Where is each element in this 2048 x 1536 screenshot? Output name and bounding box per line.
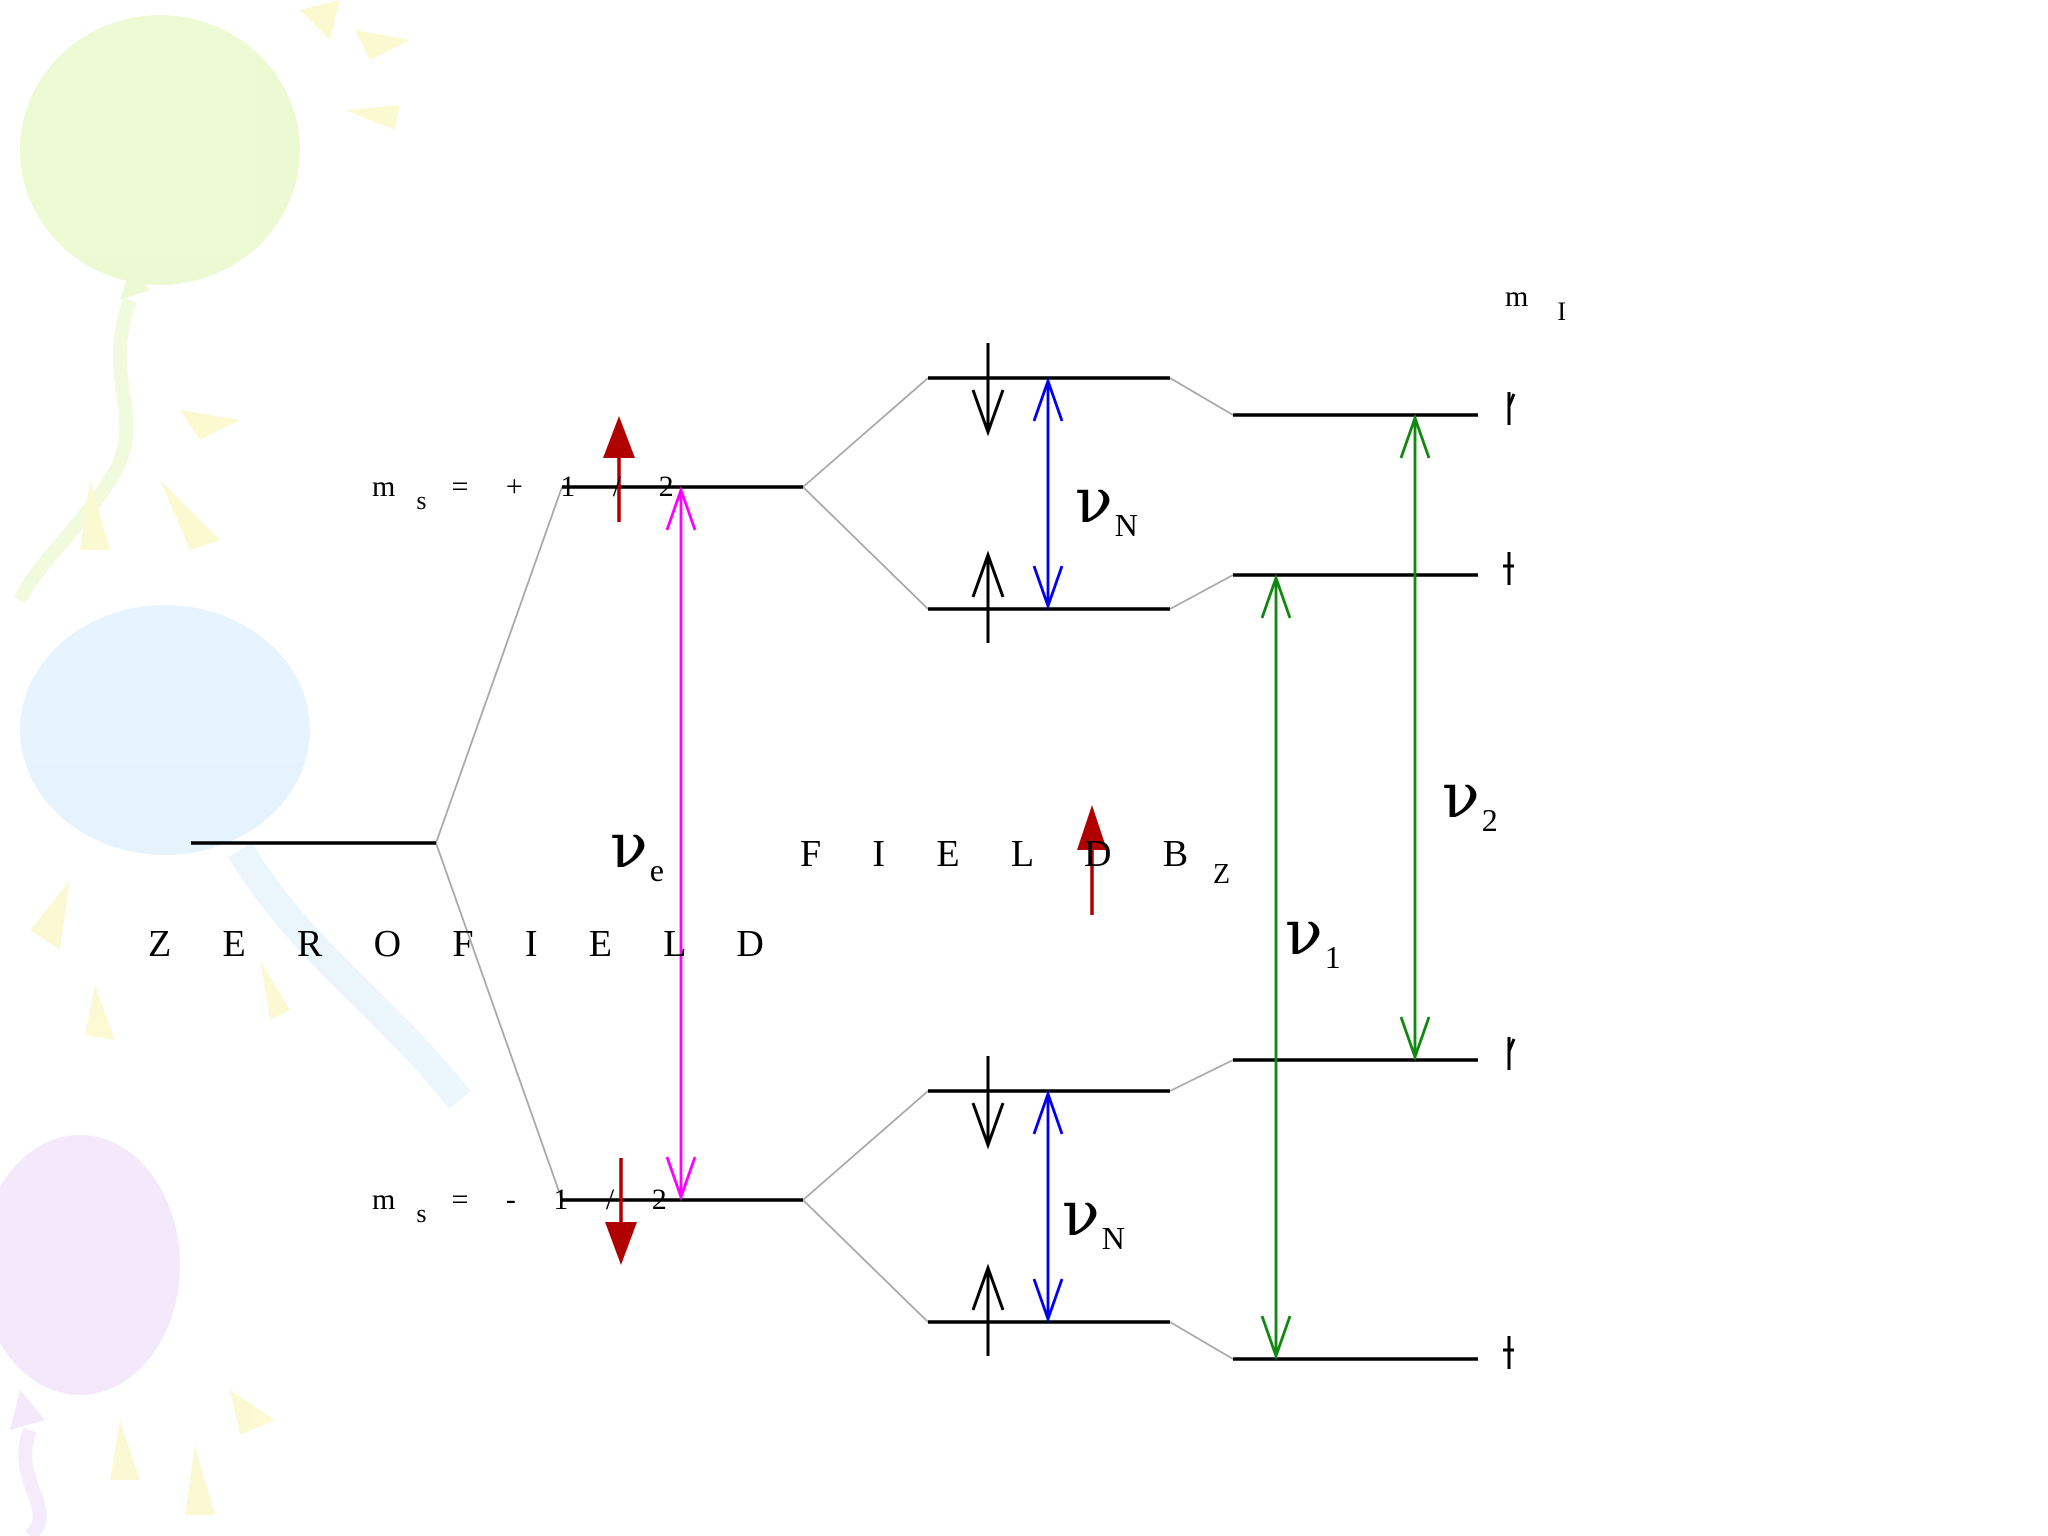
nu-e-label: νe: [610, 815, 664, 889]
nu-1-sub: 1: [1324, 939, 1341, 976]
black-spin-up-arrow-icon: [971, 550, 1005, 643]
connector-lower-to-n3: [802, 1090, 929, 1201]
ms-plus-sub: s: [416, 486, 442, 515]
field-bz-label-sub: Z: [1213, 858, 1231, 890]
nu-n-upper-symbol: ν: [1075, 464, 1113, 537]
connector-upper-to-n1: [802, 377, 929, 488]
nu-n-lower-label: νN: [1062, 1183, 1125, 1257]
electron-transition-arrow: [665, 485, 697, 1202]
nu-n-lower-sub: N: [1101, 1220, 1125, 1257]
nu-2-symbol: ν: [1442, 759, 1480, 832]
red-spin-down-arrow-icon: [605, 1158, 637, 1265]
mi-marker-1: [1507, 392, 1516, 425]
connector-n3-to-f3: [1169, 1059, 1234, 1092]
v1-transition-arrow: [1260, 573, 1292, 1361]
mi-sub: I: [1557, 297, 1582, 327]
nuclear-transition-arrow-upper: [1032, 376, 1064, 611]
energy-levels: [191, 376, 1478, 1361]
connector-zero-to-upper: [435, 486, 563, 844]
nu-n-lower-symbol: ν: [1062, 1177, 1100, 1250]
ms-plus-m: m: [372, 470, 411, 503]
purple-balloon-decoration: [0, 1135, 275, 1536]
ms-minus-m: m: [372, 1183, 411, 1216]
nu-2-label: ν2: [1442, 765, 1498, 839]
level-connectors: [435, 377, 1234, 1360]
connector-zero-to-lower: [435, 842, 563, 1201]
nu-1-symbol: ν: [1285, 896, 1323, 969]
green-balloon-decoration: [13, 0, 410, 604]
black-spin-up-arrow-icon: [971, 1263, 1005, 1356]
mi-marker-4: [1503, 1336, 1514, 1369]
nu-1-label: ν1: [1285, 902, 1341, 976]
connector-n4-to-f4: [1169, 1321, 1234, 1360]
nu-e-sub: e: [649, 852, 664, 889]
blue-balloon-decoration: [20, 605, 471, 1109]
field-direction-arrow-icon: [1077, 805, 1107, 915]
black-spin-down-arrow-icon: [971, 343, 1005, 437]
nu-2-sub: 2: [1481, 802, 1498, 839]
field-bz-label-main: F I E L D B: [800, 833, 1209, 875]
mi-marker-2: [1503, 552, 1514, 585]
nu-n-upper-sub: N: [1114, 507, 1138, 544]
mi-marker-3: [1507, 1037, 1516, 1070]
black-spin-down-arrow-icon: [971, 1056, 1005, 1150]
ms-minus-value: = - 1 / 2: [451, 1183, 682, 1216]
connector-n2-to-f2: [1169, 574, 1234, 610]
red-spin-up-arrow-icon: [603, 416, 635, 522]
ms-minus-sub: s: [416, 1199, 442, 1228]
connector-lower-to-n4: [802, 1199, 929, 1323]
ms-plus-value: = + 1 / 2: [451, 470, 689, 503]
nuclear-transition-arrow-lower: [1032, 1089, 1064, 1324]
connector-n1-to-f1: [1169, 377, 1234, 416]
v2-transition-arrow: [1399, 413, 1431, 1062]
zero-field-label: Z E R O F I E L D: [148, 923, 785, 965]
connector-upper-to-n2: [802, 486, 929, 610]
nu-e-symbol: ν: [610, 809, 648, 882]
mi-level-markers: [1503, 392, 1516, 1369]
mi-m: m: [1505, 280, 1544, 313]
nu-n-upper-label: νN: [1075, 470, 1138, 544]
